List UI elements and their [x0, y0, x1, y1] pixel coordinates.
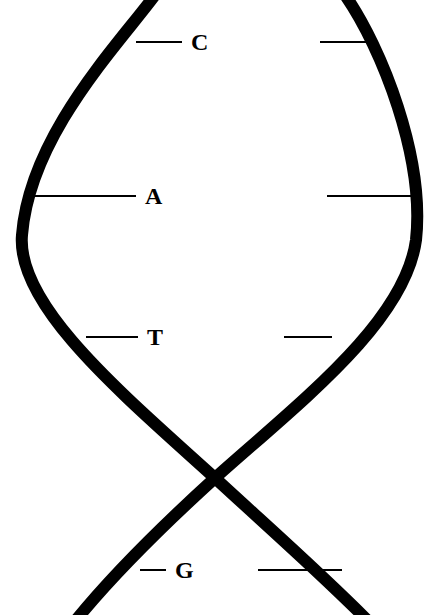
base-rung: [34, 195, 136, 197]
base-rung: [320, 41, 372, 43]
base-rung: [258, 569, 342, 571]
dna-strand: [22, 0, 372, 615]
base-letter: G: [175, 558, 194, 582]
base-rung: [284, 336, 332, 338]
base-rung: [327, 195, 412, 197]
base-letter: C: [191, 30, 208, 54]
base-rung: [140, 569, 166, 571]
base-letter: A: [145, 184, 162, 208]
base-rung: [136, 41, 182, 43]
base-rung: [86, 336, 138, 338]
base-letter: T: [147, 325, 163, 349]
dna-strand: [72, 0, 417, 615]
